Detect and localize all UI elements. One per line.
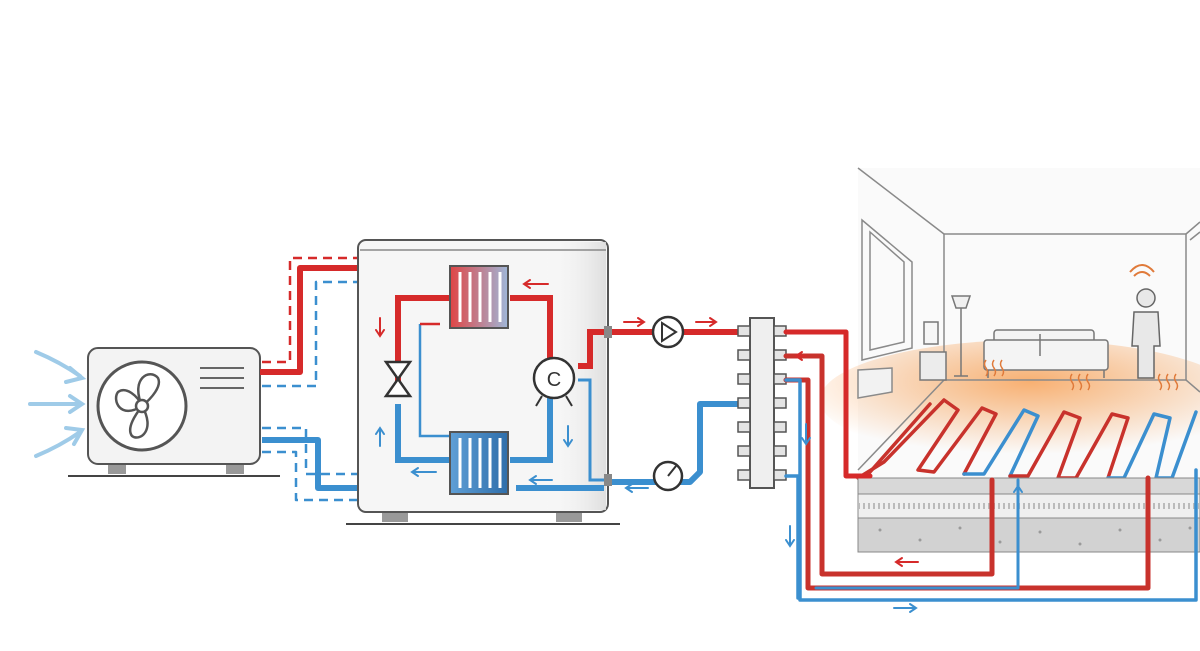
heated-room — [820, 167, 1200, 553]
evaporator-heat-exchanger — [449, 431, 509, 495]
fan-icon — [96, 360, 188, 452]
gauge-icon — [652, 460, 684, 492]
airflow-arrows-icon — [28, 350, 87, 458]
floor-lamp-icon — [950, 295, 972, 377]
manifold — [737, 317, 787, 489]
sofa-icon — [983, 329, 1109, 378]
person-icon — [1131, 288, 1161, 379]
heat-waves-icon — [1129, 264, 1155, 277]
tv-icon — [919, 321, 947, 381]
outdoor-unit — [68, 347, 280, 477]
condenser-heat-exchanger — [449, 265, 509, 329]
compressor: C — [532, 356, 576, 407]
pump-icon — [651, 315, 685, 349]
compressor-label: C — [547, 369, 561, 391]
expansion-valve-icon — [383, 360, 413, 398]
indoor-unit: C — [346, 239, 620, 525]
